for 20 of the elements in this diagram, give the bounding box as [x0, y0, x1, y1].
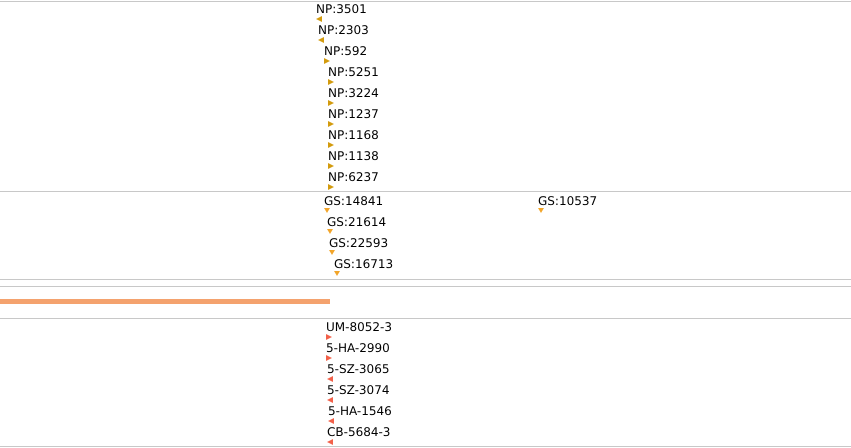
feature-label: 5-HA-1546 — [328, 404, 392, 418]
feature-label: NP:6237 — [328, 170, 379, 184]
feature-label: NP:1168 — [328, 128, 379, 142]
feature-label: GS:22593 — [329, 236, 388, 250]
feature-label: NP:5251 — [328, 65, 379, 79]
feature-label: NP:592 — [324, 44, 368, 58]
feature-label: NP:2303 — [318, 23, 369, 37]
feature-label: 5-SZ-3065 — [327, 362, 390, 376]
feature-label: 5-SZ-3074 — [327, 383, 390, 397]
feature-label: GS:10537 — [538, 194, 598, 208]
feature-label: NP:3224 — [328, 86, 379, 100]
feature-label: NP:1237 — [328, 107, 379, 121]
feature-label: GS:16713 — [334, 257, 394, 271]
feature-label: GS:21614 — [327, 215, 386, 229]
feature-label: 5-HA-2990 — [326, 341, 390, 355]
feature-label: UM-8052-3 — [326, 320, 392, 334]
feature-label: NP:3501 — [316, 2, 367, 16]
feature-label: GS:14841 — [324, 194, 384, 208]
feature-label: NP:1138 — [328, 149, 379, 163]
feature-label: CB-5684-3 — [327, 425, 390, 439]
